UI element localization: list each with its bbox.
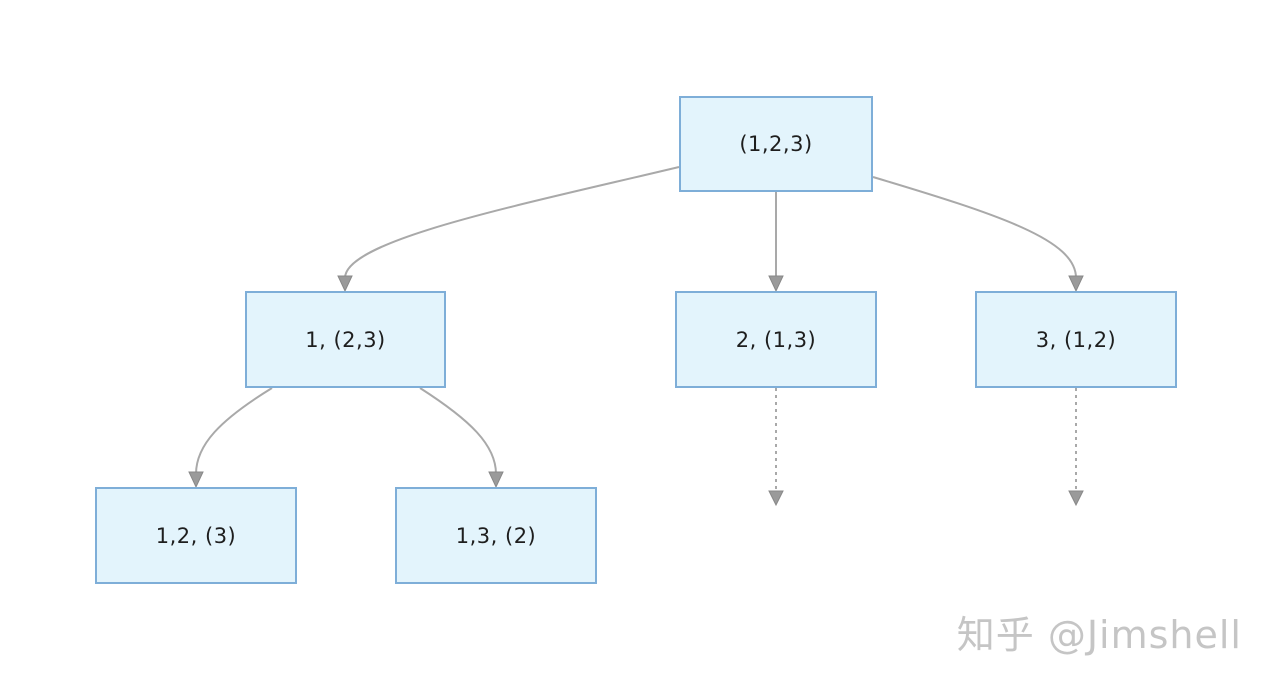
arrowhead-icon <box>768 275 784 293</box>
arrowhead-icon <box>1068 275 1084 293</box>
node-label: (1,2,3) <box>739 132 813 156</box>
node-branch-1: 1, (2,3) <box>245 291 446 388</box>
edge-a-to-ab <box>419 387 497 475</box>
node-branch-3: 3, (1,2) <box>975 291 1177 388</box>
arrowhead-icon <box>1068 490 1084 507</box>
watermark-text: 知乎 @Jimshell <box>956 613 1242 657</box>
arrowhead-icon <box>768 490 784 507</box>
arrowhead-icon <box>337 275 353 293</box>
arrowhead-icon <box>188 471 204 489</box>
node-label: 1,3, (2) <box>455 523 537 548</box>
node-label: 1, (2,3) <box>305 327 386 352</box>
node-leaf-12: 1,2, (3) <box>95 487 297 584</box>
node-leaf-13: 1,3, (2) <box>395 487 597 584</box>
arrowhead-icon <box>488 471 504 489</box>
node-root: (1,2,3) <box>679 96 873 192</box>
edge-root-to-a <box>344 166 680 279</box>
edge-a-to-aa <box>195 387 273 475</box>
node-label: 2, (1,3) <box>735 327 817 352</box>
node-label: 3, (1,2) <box>1035 327 1117 352</box>
node-branch-2: 2, (1,3) <box>675 291 877 388</box>
edge-root-to-c <box>872 176 1077 279</box>
node-label: 1,2, (3) <box>155 523 237 548</box>
